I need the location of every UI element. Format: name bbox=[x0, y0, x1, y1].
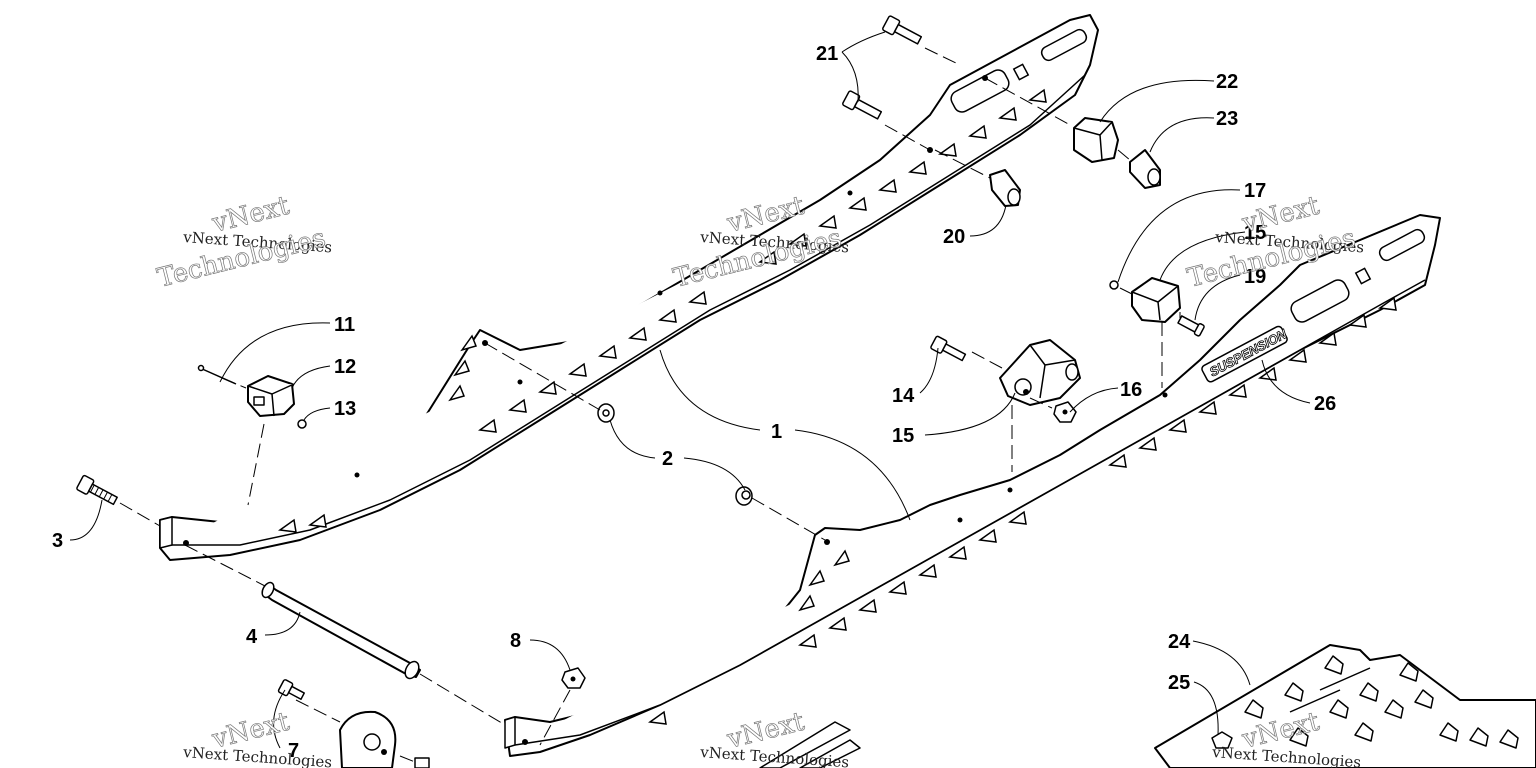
callout-4: 4 bbox=[246, 626, 258, 648]
callout-14: 14 bbox=[892, 385, 915, 407]
bolt-part-21b bbox=[842, 90, 883, 120]
block-part-22 bbox=[1073, 117, 1119, 163]
callouts: 21 22 23 20 17 15 19 26 16 14 15 1 2 11 … bbox=[52, 43, 1336, 762]
bracket-part-7 bbox=[339, 710, 397, 768]
callout-26: 26 bbox=[1314, 393, 1336, 415]
callout-7: 7 bbox=[288, 740, 299, 762]
partial-skid bbox=[759, 721, 861, 768]
bolt-part-14 bbox=[930, 335, 967, 362]
callout-24: 24 bbox=[1168, 631, 1191, 653]
spacer-part-23 bbox=[1129, 149, 1161, 189]
callout-11: 11 bbox=[334, 314, 355, 336]
callout-12: 12 bbox=[334, 356, 356, 378]
rail-left bbox=[159, 14, 1099, 561]
callout-2: 2 bbox=[662, 448, 673, 470]
watermark-company: vNext Technologies bbox=[699, 743, 850, 768]
clip-part-13 bbox=[297, 419, 307, 429]
nut-part-16 bbox=[1053, 401, 1077, 423]
leader-lines bbox=[69, 31, 1311, 749]
washer-part-2b bbox=[735, 486, 753, 506]
nut-part-17 bbox=[1109, 280, 1119, 290]
callout-23: 23 bbox=[1216, 108, 1238, 130]
callout-21: 21 bbox=[816, 43, 838, 65]
screw-part-19 bbox=[1177, 315, 1205, 337]
callout-1: 1 bbox=[771, 421, 782, 443]
callout-15: 15 bbox=[892, 425, 914, 447]
rail-right-cutouts bbox=[648, 296, 1397, 725]
nut-part-8 bbox=[561, 667, 586, 689]
callout-20: 20 bbox=[943, 226, 965, 248]
callout-17: 17 bbox=[1244, 180, 1266, 202]
callout-8: 8 bbox=[510, 630, 521, 652]
washer-part-2a bbox=[597, 403, 615, 423]
callout-19: 19 bbox=[1244, 266, 1266, 288]
fastener-part-25 bbox=[1211, 731, 1233, 749]
watermark-1: vNext vNext Technologies Technologies bbox=[154, 190, 333, 294]
bolt-part-21a bbox=[882, 15, 923, 45]
axle-part-4 bbox=[261, 581, 421, 680]
bolt-part-3 bbox=[76, 474, 118, 506]
callout-16: 16 bbox=[1120, 379, 1142, 401]
wear-strip-cleats bbox=[1244, 655, 1519, 749]
slide-block-part-18 bbox=[1131, 277, 1181, 323]
nut-part-7 bbox=[414, 757, 430, 768]
pivot-arm-part-15 bbox=[999, 339, 1081, 406]
assembly-lines bbox=[119, 47, 1181, 763]
callout-3: 3 bbox=[52, 530, 63, 552]
watermark-4: vNext vNext Technologies bbox=[182, 706, 333, 768]
slide-block-part-12 bbox=[247, 375, 295, 417]
bushing-part-20 bbox=[989, 169, 1021, 207]
rail-left-cutouts bbox=[278, 88, 1047, 533]
callout-15-upper: 15 bbox=[1244, 222, 1266, 244]
wear-strip-part-24 bbox=[1154, 644, 1536, 768]
watermark-company: vNext Technologies bbox=[182, 743, 333, 768]
callout-25: 25 bbox=[1168, 672, 1190, 694]
callout-22: 22 bbox=[1216, 71, 1238, 93]
bolt-part-7 bbox=[277, 679, 305, 700]
callout-13: 13 bbox=[334, 398, 356, 420]
